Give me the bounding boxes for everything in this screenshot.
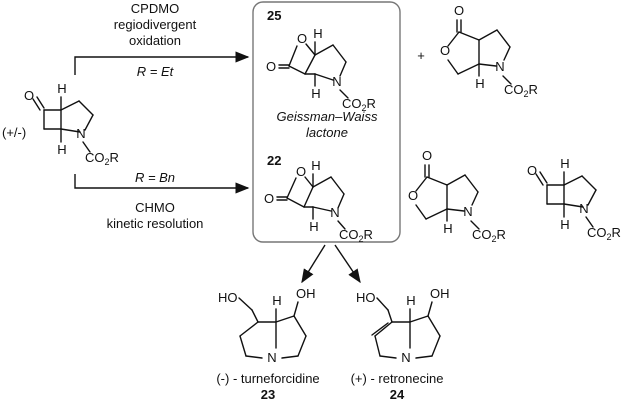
atom-o: O: [454, 3, 464, 18]
atom-oh: OH: [430, 286, 450, 301]
compound-25: 25 O O N CO2R H H: [266, 8, 376, 113]
atom-oh: OH: [296, 286, 316, 301]
atom-n: N: [495, 59, 504, 74]
atom-h: H: [57, 142, 66, 157]
atom-n: N: [267, 350, 276, 365]
compound-label-22: 22: [267, 153, 281, 168]
turneforcidine-name: (-) - turneforcidine: [216, 371, 319, 386]
atom-co2r: CO2R: [85, 150, 119, 167]
compound-24-retronecine: HO N OH H: [356, 286, 450, 365]
retronecine-name: (+) - retronecine: [351, 371, 444, 386]
atom-h: H: [313, 26, 322, 41]
atom-co2r: CO2R: [472, 227, 506, 244]
atom-o: O: [408, 188, 418, 203]
top-reagent-r-et: R = Et: [137, 64, 175, 79]
arrow-to-24: [334, 244, 361, 284]
atom-co2r: CO2R: [342, 96, 376, 113]
compound-23-turneforcidine: HO N OH H: [218, 286, 316, 365]
compound-22: 22 O O N CO2R H H: [264, 153, 373, 244]
atom-n: N: [579, 201, 588, 216]
atom-h: H: [406, 293, 415, 308]
starting-ketone: (+/-) O N CO2R H H: [2, 81, 119, 167]
compound-label-23: 23: [261, 387, 275, 402]
compound-label-24: 24: [390, 387, 405, 402]
atom-n: N: [332, 74, 341, 89]
atom-o: O: [24, 88, 34, 103]
atom-n: N: [401, 350, 410, 365]
top-condition-cpdmo: CPDMO: [131, 1, 179, 16]
top-condition-regiodivergent: regiodivergent: [114, 17, 197, 32]
atom-h: H: [309, 219, 318, 234]
atom-o: O: [440, 43, 450, 58]
racemic-label: (+/-): [2, 125, 26, 140]
atom-n: N: [463, 204, 472, 219]
top-arrow: [74, 51, 250, 75]
atom-co2r: CO2R: [504, 82, 538, 99]
atom-n: N: [76, 126, 85, 141]
compound-label-25: 25: [267, 8, 281, 23]
atom-o: O: [297, 31, 307, 46]
atom-o: O: [264, 191, 274, 206]
lactone-label: lactone: [306, 125, 348, 140]
atom-co2r: CO2R: [339, 227, 373, 244]
atom-ho: HO: [356, 290, 376, 305]
bottom-reagent-r-bn: R = Bn: [135, 170, 175, 185]
atom-h: H: [443, 221, 452, 236]
atom-o: O: [422, 148, 432, 163]
top-condition-oxidation: oxidation: [129, 33, 181, 48]
atom-ho: HO: [218, 290, 238, 305]
bottom-condition-kinetic-resolution: kinetic resolution: [107, 216, 204, 231]
bottom-condition-chmo: CHMO: [135, 200, 175, 215]
atom-h: H: [311, 86, 320, 101]
regioisomeric-lactone: O O N CO2R H: [440, 3, 538, 99]
atom-h: H: [475, 76, 484, 91]
highlight-box: [252, 1, 401, 243]
atom-n: N: [330, 205, 339, 220]
plus-sign: +: [417, 48, 425, 63]
bottom-arrow: [74, 174, 250, 194]
arrow-to-23: [301, 244, 326, 284]
atom-h: H: [560, 156, 569, 171]
enantiomeric-lactone: O O N CO2R H: [408, 148, 506, 244]
atom-h: H: [560, 217, 569, 232]
atom-o: O: [296, 164, 306, 179]
atom-co2r: CO2R: [587, 225, 621, 242]
geissman-waiss-label: Geissman–Waiss: [277, 109, 378, 124]
atom-o: O: [266, 59, 276, 74]
atom-h: H: [272, 293, 281, 308]
atom-o: O: [527, 163, 537, 178]
atom-h: H: [311, 158, 320, 173]
atom-h: H: [57, 81, 66, 96]
unreacted-ketone: O N CO2R H H: [527, 156, 621, 242]
